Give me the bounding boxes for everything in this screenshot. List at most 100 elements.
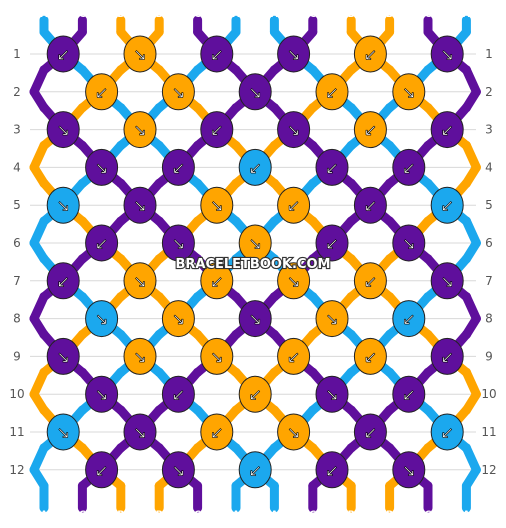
knot-shape [392, 148, 426, 186]
knot: ↙ [238, 148, 272, 186]
knot-direction-arrow: ↘ [56, 347, 69, 366]
top-string-letter: A [41, 10, 48, 20]
knot-direction-arrow: ↘ [248, 310, 261, 329]
knot-direction-arrow: ↙ [325, 83, 338, 102]
knot-direction-arrow: ↘ [172, 234, 185, 253]
bottom-string-letter: B [386, 510, 393, 520]
knot-direction-arrow: ↙ [172, 385, 185, 404]
knot-direction-arrow: ↙ [402, 158, 415, 177]
knot-direction-arrow: ↙ [364, 45, 377, 64]
knot-direction-arrow: ↙ [440, 121, 453, 140]
knot-shape [161, 375, 195, 413]
knot: ↙ [200, 262, 234, 300]
knot-shape [430, 262, 464, 300]
knot: ↘ [161, 451, 195, 489]
knot-direction-arrow: ↘ [210, 347, 223, 366]
knot-direction-arrow: ↙ [287, 196, 300, 215]
knot: ↙ [392, 375, 426, 413]
knot-shape [123, 186, 157, 224]
knot: ↘ [85, 375, 119, 413]
knot-direction-arrow: ↘ [440, 272, 453, 291]
knot-direction-arrow: ↘ [56, 196, 69, 215]
knot-direction-arrow: ↘ [402, 83, 415, 102]
knot-shape [315, 224, 349, 262]
knot-shape [315, 148, 349, 186]
knot-shape [123, 262, 157, 300]
bottom-string-letter: B [117, 510, 124, 520]
knot-direction-arrow: ↙ [56, 272, 69, 291]
knot: ↘ [238, 300, 272, 338]
knot-direction-arrow: ↘ [56, 121, 69, 140]
knot-direction-arrow: ↘ [133, 272, 146, 291]
knot: ↙ [277, 186, 311, 224]
knot-shape [430, 186, 464, 224]
knot: ↙ [315, 224, 349, 262]
knot-direction-arrow: ↘ [133, 121, 146, 140]
knot-direction-arrow: ↙ [210, 121, 223, 140]
row-label-left: 6 [13, 236, 21, 250]
knot: ↘ [200, 337, 234, 375]
knot-shape [238, 148, 272, 186]
knot-direction-arrow: ↙ [364, 196, 377, 215]
knot: ↙ [353, 111, 387, 149]
knot: ↘ [123, 262, 157, 300]
knot-direction-arrow: ↘ [133, 196, 146, 215]
knot-direction-arrow: ↘ [133, 423, 146, 442]
knot-direction-arrow: ↘ [95, 310, 108, 329]
knot: ↘ [46, 186, 80, 224]
knot: ↙ [353, 337, 387, 375]
knot-shape [315, 73, 349, 111]
knot: ↘ [392, 73, 426, 111]
knot: ↙ [430, 186, 464, 224]
knot-shape [200, 413, 234, 451]
knot: ↙ [85, 224, 119, 262]
bottom-string-letter: A [463, 510, 470, 520]
knot-shape [161, 73, 195, 111]
knot-direction-arrow: ↘ [172, 83, 185, 102]
knot: ↘ [161, 73, 195, 111]
knot: ↘ [200, 186, 234, 224]
knot: ↘ [277, 111, 311, 149]
knot-shape [238, 375, 272, 413]
knot-direction-arrow: ↙ [95, 83, 108, 102]
knot-direction-arrow: ↘ [440, 45, 453, 64]
knot-shape [353, 111, 387, 149]
knot-direction-arrow: ↘ [287, 423, 300, 442]
top-string-letter: B [156, 10, 163, 20]
knot-shape [85, 300, 119, 338]
knot-direction-arrow: ↙ [210, 45, 223, 64]
row-label-left: 5 [13, 198, 21, 212]
top-string-letter: C [194, 10, 201, 20]
row-label-right: 11 [481, 425, 496, 439]
knot: ↘ [123, 413, 157, 451]
knot-shape [85, 451, 119, 489]
knot: ↙ [315, 148, 349, 186]
knot: ↙ [430, 111, 464, 149]
knot-direction-arrow: ↙ [364, 272, 377, 291]
knot: ↙ [161, 148, 195, 186]
knot-shape [277, 35, 311, 73]
top-string-letter: A [271, 10, 278, 20]
row-label-right: 5 [485, 198, 493, 212]
knot-shape [353, 262, 387, 300]
knot: ↙ [353, 262, 387, 300]
row-label-left: 9 [13, 349, 21, 363]
knot-direction-arrow: ↘ [287, 45, 300, 64]
knot-shape [430, 35, 464, 73]
knot-shape [85, 224, 119, 262]
knot-shape [353, 413, 387, 451]
row-label-left: 1 [13, 47, 21, 61]
knot: ↘ [392, 451, 426, 489]
knot-shape [161, 451, 195, 489]
knot-shape [430, 413, 464, 451]
bottom-string-letter: A [233, 510, 240, 520]
knot-shape [392, 300, 426, 338]
row-label-left: 4 [13, 160, 21, 174]
knot-direction-arrow: ↙ [172, 158, 185, 177]
knot-direction-arrow: ↘ [210, 196, 223, 215]
knot: ↘ [315, 375, 349, 413]
knot: ↘ [161, 224, 195, 262]
row-label-right: 1 [485, 47, 493, 61]
knot-shape [277, 262, 311, 300]
